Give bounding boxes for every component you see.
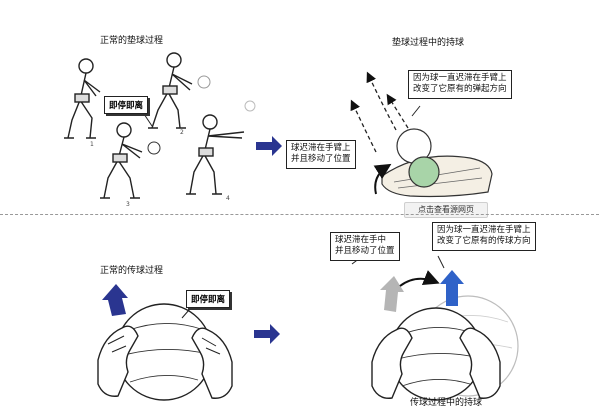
set-direction-arrow — [102, 284, 128, 316]
bump-player-3 — [100, 122, 143, 199]
bottom-left-title: 正常的传球过程 — [100, 266, 164, 276]
step-number-2: 2 — [180, 129, 184, 136]
bottom-changed-direction-box: 因为球一直迟滞在手臂上 改变了它原有的传球方向 — [432, 222, 536, 251]
changed-direction-arrow — [440, 270, 464, 306]
bump-player-2 — [148, 52, 193, 129]
bottom-transition-arrow — [254, 324, 280, 344]
step-number-3: 3 — [126, 201, 130, 208]
dashed-trajectory-arrow — [366, 71, 397, 131]
top-changed-direction-box: 因为球一直迟滞在手臂上 改变了它原有的弹起方向 — [408, 70, 512, 99]
ball-icon — [147, 141, 161, 155]
held-ball-arms — [381, 128, 493, 198]
bottom-held-line-2: 并且移动了位置 — [335, 246, 395, 257]
top-changed-line-1: 因为球一直迟滞在手臂上 — [413, 73, 507, 83]
top-held-line-2: 并且移动了位置 — [291, 154, 351, 165]
step-number-1: 1 — [90, 141, 94, 148]
held-set-hands-ball — [371, 295, 519, 401]
bottom-instant-label: 即停即离 — [186, 290, 231, 308]
top-left-title: 正常的垫球过程 — [100, 36, 164, 46]
curved-motion-arrow — [399, 270, 440, 287]
top-transition-arrow — [256, 136, 282, 156]
bottom-changed-line-1: 因为球一直迟滞在手臂上 — [437, 225, 531, 235]
section-divider — [0, 214, 599, 215]
bottom-held-line-1: 球迟滞在手中 — [335, 235, 387, 245]
grey-direction-arrow — [380, 276, 404, 312]
green-ball-icon — [408, 156, 440, 188]
set-hands-ball — [97, 303, 233, 401]
top-changed-line-2: 改变了它原有的弹起方向 — [413, 84, 507, 95]
dashed-trajectory-arrow — [350, 99, 377, 153]
dashed-trajectory-arrow — [386, 93, 409, 129]
top-right-title: 垫球过程中的持球 — [392, 38, 465, 48]
bump-player-4 — [186, 114, 245, 195]
view-source-button[interactable]: 点击查看源网页 — [404, 202, 488, 218]
bottom-caption: 传球过程中的持球 — [410, 398, 483, 408]
bottom-changed-line-2: 改变了它原有的传球方向 — [437, 236, 531, 247]
bump-player-1 — [64, 58, 101, 139]
callout-pointer — [437, 255, 445, 269]
callout-pointer — [411, 105, 421, 117]
step-number-labels: 1 2 3 4 — [90, 129, 230, 208]
top-instant-label: 即停即离 — [104, 96, 149, 114]
top-held-line-1: 球迟滞在手臂上 — [291, 143, 351, 153]
ball-icon — [244, 100, 256, 112]
bottom-held-ball-box: 球迟滞在手中 并且移动了位置 — [330, 232, 400, 261]
top-held-ball-box: 球迟滞在手臂上 并且移动了位置 — [286, 140, 356, 169]
curved-motion-arrow — [373, 163, 392, 195]
ball-icon — [197, 75, 211, 89]
step-number-4: 4 — [226, 195, 230, 202]
